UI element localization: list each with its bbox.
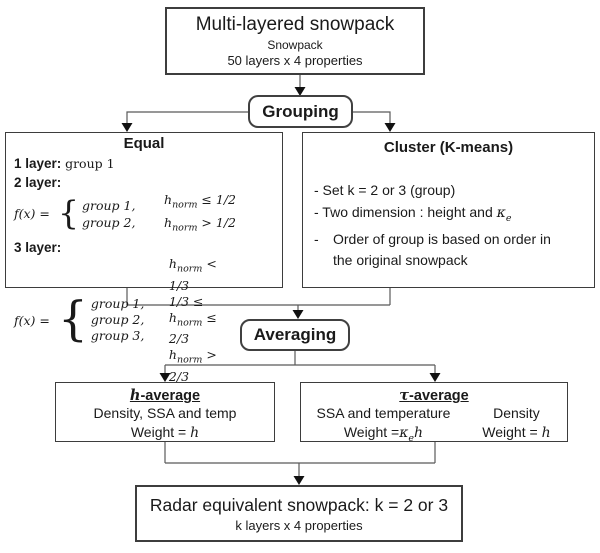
tau-average-box: τ-average SSA and temperature Weight =κe… bbox=[300, 382, 568, 444]
tau-right-weight: Weight = h bbox=[482, 424, 551, 441]
eq3-group-1: group 1, bbox=[90, 296, 145, 312]
layer1-label: 1 layer: bbox=[14, 156, 62, 171]
layer2-label: 2 layer: bbox=[14, 175, 62, 190]
arrowhead-to-cluster bbox=[384, 123, 396, 132]
eq3-group-2: group 2, bbox=[90, 312, 145, 328]
cluster-title: Cluster (K-means) bbox=[383, 139, 514, 156]
eq3-cond-2: 1/3 ≤ hnorm ≤ 2/3 bbox=[168, 293, 217, 347]
cluster-bullet-1: - Set k = 2 or 3 (group) bbox=[314, 182, 456, 198]
tau-left-weight: Weight =κeh bbox=[343, 424, 424, 444]
h-average-weight: Weight = h bbox=[130, 424, 200, 441]
equal-title: Equal bbox=[123, 135, 165, 152]
layer1-line: 1 layer: group 1 bbox=[6, 156, 282, 171]
arrowhead-to-averaging bbox=[292, 310, 304, 319]
fx-lhs: f(x) = bbox=[14, 312, 50, 328]
radar-subtitle: k layers x 4 properties bbox=[235, 518, 363, 533]
radar-title: Radar equivalent snowpack: k = 2 or 3 bbox=[149, 495, 449, 515]
eq2-cond-2: hnorm > 1/2 bbox=[164, 214, 236, 234]
connector-grouping-to-equal bbox=[126, 111, 248, 124]
tau-left-properties: SSA and temperature bbox=[316, 405, 451, 421]
eq2-group-1: group 1, bbox=[82, 197, 136, 213]
averaging-label: Averaging bbox=[253, 325, 337, 344]
arrowhead-to-equal bbox=[121, 123, 133, 132]
h-average-properties: Density, SSA and temp bbox=[93, 405, 237, 421]
radar-equivalent-box: Radar equivalent snowpack: k = 2 or 3 k … bbox=[135, 485, 463, 542]
arrowhead-to-tauavg bbox=[429, 373, 441, 382]
tau-average-title: τ-average bbox=[399, 387, 469, 404]
eq3-group-3: group 3, bbox=[90, 328, 145, 344]
eq2-group-2: group 2, bbox=[82, 214, 136, 230]
averaging-node: Averaging bbox=[240, 319, 350, 351]
eq3-cond-1: hnorm < 1/3 bbox=[168, 256, 217, 293]
connector-grouping-to-cluster bbox=[353, 111, 391, 124]
cluster-kmeans-box: Cluster (K-means) - Set k = 2 or 3 (grou… bbox=[302, 132, 595, 288]
arrowhead-to-grouping bbox=[294, 87, 306, 96]
tau-right-properties: Density bbox=[493, 405, 540, 421]
brace-glyph: { bbox=[58, 292, 88, 348]
arrowhead-to-havg bbox=[159, 373, 171, 382]
snowpack-subtitle: Snowpack bbox=[267, 38, 323, 52]
two-layer-equation: f(x) = { group 1, group 2, hnorm ≤ 1/2 h… bbox=[6, 191, 282, 236]
fx-lhs: f(x) = bbox=[14, 206, 50, 221]
layer1-value: group 1 bbox=[65, 156, 115, 171]
cluster-bullet-3-line1: Order of group is based on order in bbox=[333, 230, 551, 247]
h-average-box: h-average Density, SSA and temp Weight =… bbox=[55, 382, 275, 442]
eq2-cond-1: hnorm ≤ 1/2 bbox=[164, 192, 236, 211]
layer3-label: 3 layer: bbox=[14, 240, 62, 255]
three-layer-equation: f(x) = { group 1, group 2, group 3, hnor… bbox=[6, 256, 282, 385]
cluster-bullet-3-line2: the original snowpack bbox=[333, 252, 468, 269]
brace-glyph: { bbox=[58, 193, 79, 233]
layers-properties-label: 50 layers x 4 properties bbox=[227, 53, 363, 68]
h-average-title: h-average bbox=[129, 387, 201, 404]
grouping-label: Grouping bbox=[262, 101, 339, 121]
eq3-cond-3: hnorm > 2/3 bbox=[168, 347, 217, 384]
multilayered-snowpack-box: Multi-layered snowpack Snowpack 50 layer… bbox=[165, 7, 425, 75]
grouping-node: Grouping bbox=[248, 95, 353, 128]
multilayered-snowpack-title: Multi-layered snowpack bbox=[195, 14, 395, 35]
arrowhead-to-radar bbox=[293, 476, 305, 485]
cluster-bullet-2: - Two dimension : height and κe bbox=[314, 203, 512, 224]
equal-grouping-box: Equal 1 layer: group 1 2 layer: f(x) = {… bbox=[5, 132, 283, 384]
